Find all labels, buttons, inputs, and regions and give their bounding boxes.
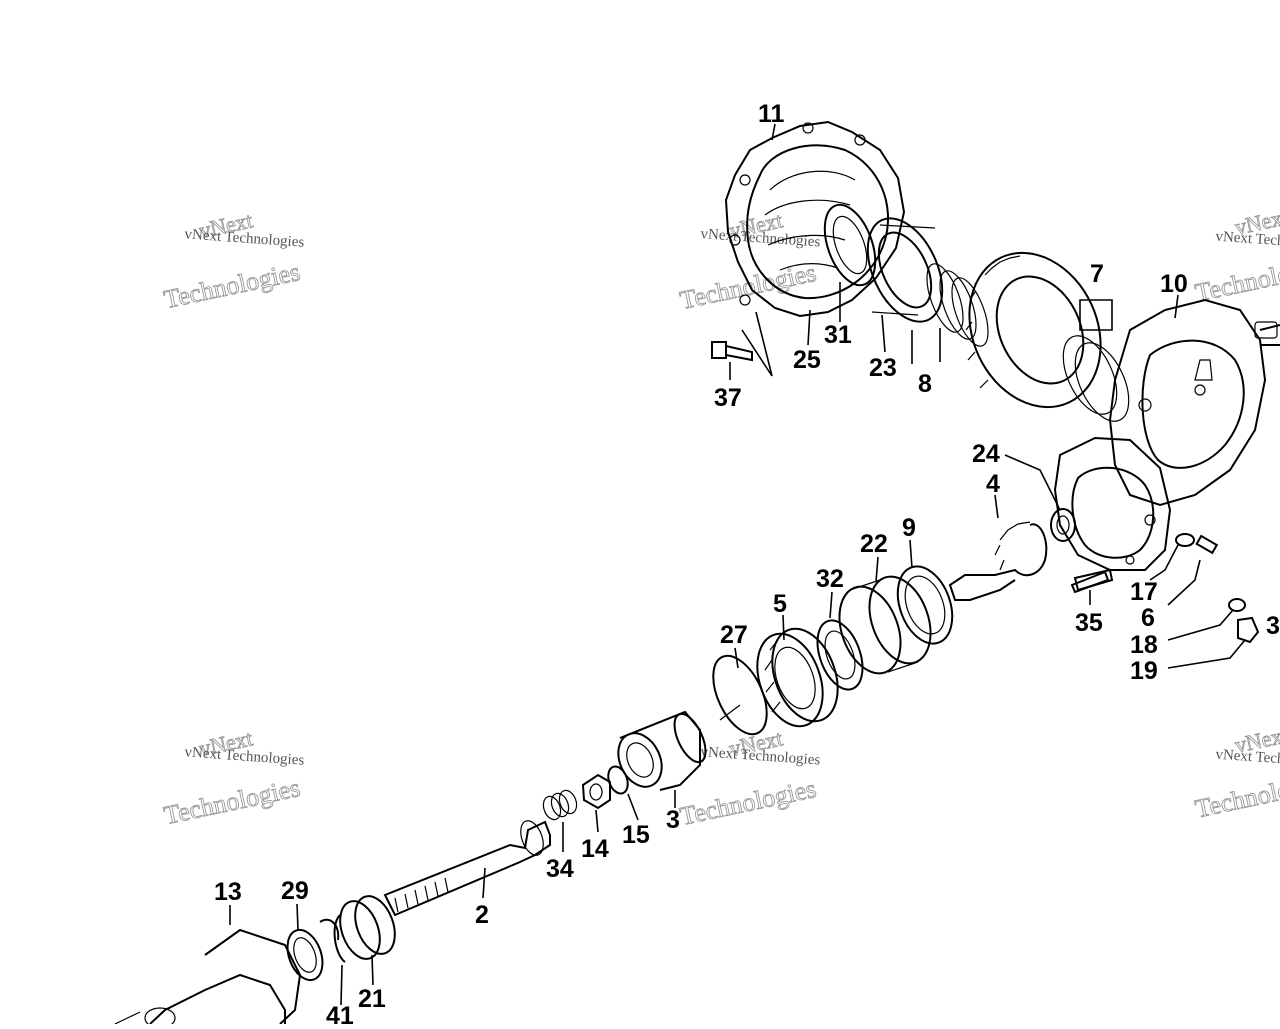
watermark-name: vNext Technologies bbox=[1215, 229, 1280, 253]
watermark-group: vNext vNext Technologies Technologies vN… bbox=[161, 204, 1280, 832]
flange-cover-part bbox=[724, 120, 906, 318]
shaft-2-part bbox=[383, 820, 551, 917]
callout-35: 35 bbox=[1075, 609, 1103, 637]
callout-31: 31 bbox=[824, 321, 852, 349]
ring-31-part bbox=[823, 203, 877, 287]
callout-9: 9 bbox=[902, 514, 916, 542]
watermark-word: Technologies bbox=[161, 257, 302, 314]
watermark-name: vNext Technologies bbox=[700, 744, 821, 768]
callout-2: 2 bbox=[475, 901, 489, 929]
clip-41-part bbox=[319, 914, 346, 963]
callout-15: 15 bbox=[622, 821, 650, 849]
washer-15-part bbox=[607, 765, 629, 795]
ring-32-part bbox=[816, 619, 864, 691]
leader-lines bbox=[229, 123, 1246, 1006]
callout-labels: 11 25 31 23 8 7 10 37 24 4 9 22 32 5 27 … bbox=[214, 100, 1280, 1029]
callout-22: 22 bbox=[860, 530, 888, 558]
snap-ring-27-part bbox=[712, 654, 768, 736]
callout-25: 25 bbox=[793, 346, 821, 374]
callout-3-right: 3 bbox=[1266, 612, 1280, 640]
watermark-name: vNext Technologies bbox=[184, 226, 305, 250]
synchronizer-5-part bbox=[756, 627, 839, 728]
side-cover-plate-part bbox=[1053, 436, 1219, 592]
callout-11: 11 bbox=[758, 100, 785, 128]
plug-19-part bbox=[1228, 598, 1260, 644]
callout-3: 3 bbox=[666, 806, 680, 834]
callout-27: 27 bbox=[720, 621, 748, 649]
watermark-word: Technologies bbox=[1193, 766, 1280, 823]
ring-29-part bbox=[286, 928, 324, 982]
ring-gear-7-part bbox=[965, 251, 1130, 422]
callout-37: 37 bbox=[714, 384, 742, 412]
callout-23: 23 bbox=[869, 354, 897, 382]
callout-24: 24 bbox=[972, 440, 1000, 468]
watermark-name: vNext Technologies bbox=[1215, 747, 1280, 771]
watermark-name: vNext Technologies bbox=[700, 226, 821, 250]
callout-13: 13 bbox=[214, 878, 242, 906]
bearing-21-part bbox=[339, 895, 396, 960]
callout-19: 19 bbox=[1130, 657, 1158, 685]
callout-8: 8 bbox=[918, 370, 932, 398]
bolt-37-part bbox=[711, 341, 753, 362]
callout-17: 17 bbox=[1130, 578, 1158, 606]
callout-4: 4 bbox=[986, 470, 1000, 498]
callout-14: 14 bbox=[581, 835, 609, 863]
callout-18: 18 bbox=[1130, 631, 1158, 659]
callout-34: 34 bbox=[546, 855, 574, 883]
callout-41: 41 bbox=[326, 1002, 354, 1024]
spring-34-part bbox=[542, 789, 578, 821]
watermark-word: Technologies bbox=[677, 258, 818, 315]
callout-10: 10 bbox=[1160, 270, 1188, 298]
pinion-4-part bbox=[948, 508, 1076, 601]
callout-5: 5 bbox=[773, 590, 787, 618]
extension-housing-13-part bbox=[114, 928, 302, 1029]
callout-32: 32 bbox=[816, 565, 844, 593]
watermark-name: vNext Technologies bbox=[184, 744, 305, 768]
watermark-word: Technologies bbox=[677, 774, 818, 831]
watermark-word: Technologies bbox=[1193, 250, 1280, 307]
callout-7: 7 bbox=[1090, 260, 1104, 288]
bearing-22-part bbox=[838, 575, 932, 675]
bearing-23-part bbox=[866, 217, 944, 323]
stud-35-part bbox=[1070, 570, 1110, 594]
callout-6: 6 bbox=[1141, 604, 1155, 632]
shims-8-part bbox=[926, 263, 989, 347]
housing-10-part bbox=[1108, 298, 1280, 507]
callout-21: 21 bbox=[358, 985, 386, 1013]
nut-14-part bbox=[581, 773, 611, 810]
sleeve-3-part bbox=[617, 710, 707, 791]
callout-29: 29 bbox=[281, 877, 309, 905]
watermark-word: Technologies bbox=[161, 773, 302, 830]
